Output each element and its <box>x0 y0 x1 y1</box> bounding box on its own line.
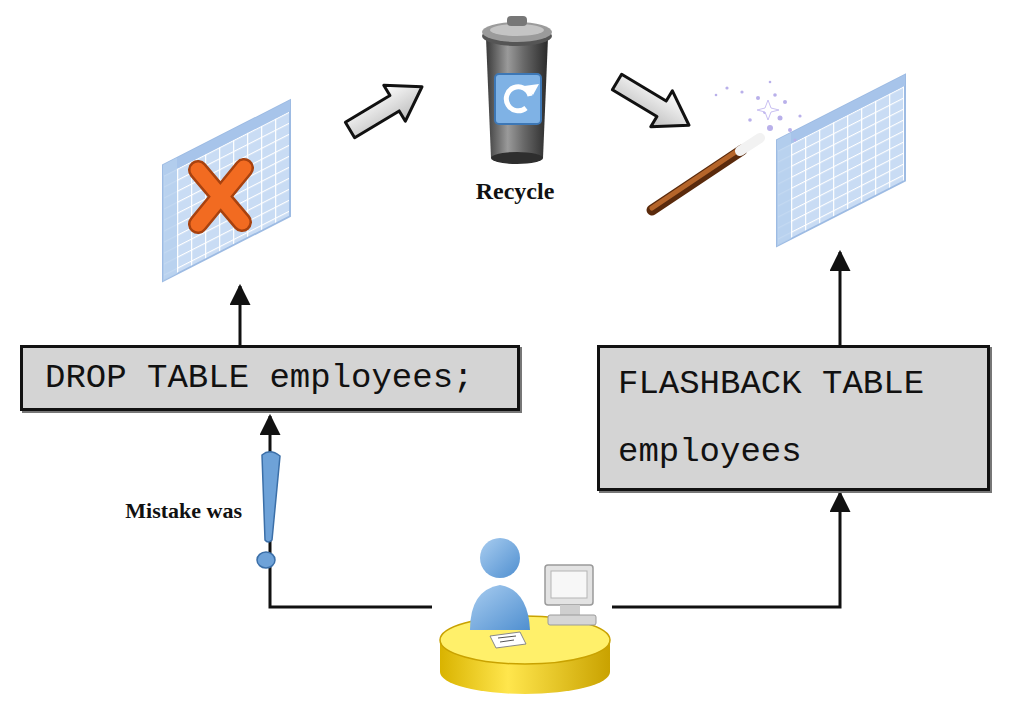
block-arrow <box>606 64 700 143</box>
magic-wand <box>652 81 802 210</box>
recycle-bin <box>482 16 552 164</box>
annotation-label: Mistake was <box>125 498 242 524</box>
icon-caption: Recycle <box>476 178 555 205</box>
command-box: DROP TABLE employees; <box>20 345 520 411</box>
block-arrow <box>339 69 433 148</box>
table-grid <box>163 100 290 281</box>
command-text: FLASHBACK TABLE employees <box>618 350 969 486</box>
delete-mark <box>198 168 244 224</box>
exclamation-mark <box>257 452 280 568</box>
user-at-desk <box>440 538 610 694</box>
command-box: FLASHBACK TABLE employees <box>597 345 990 491</box>
table-grid <box>777 75 905 246</box>
command-text: DROP TABLE employees; <box>45 348 495 408</box>
